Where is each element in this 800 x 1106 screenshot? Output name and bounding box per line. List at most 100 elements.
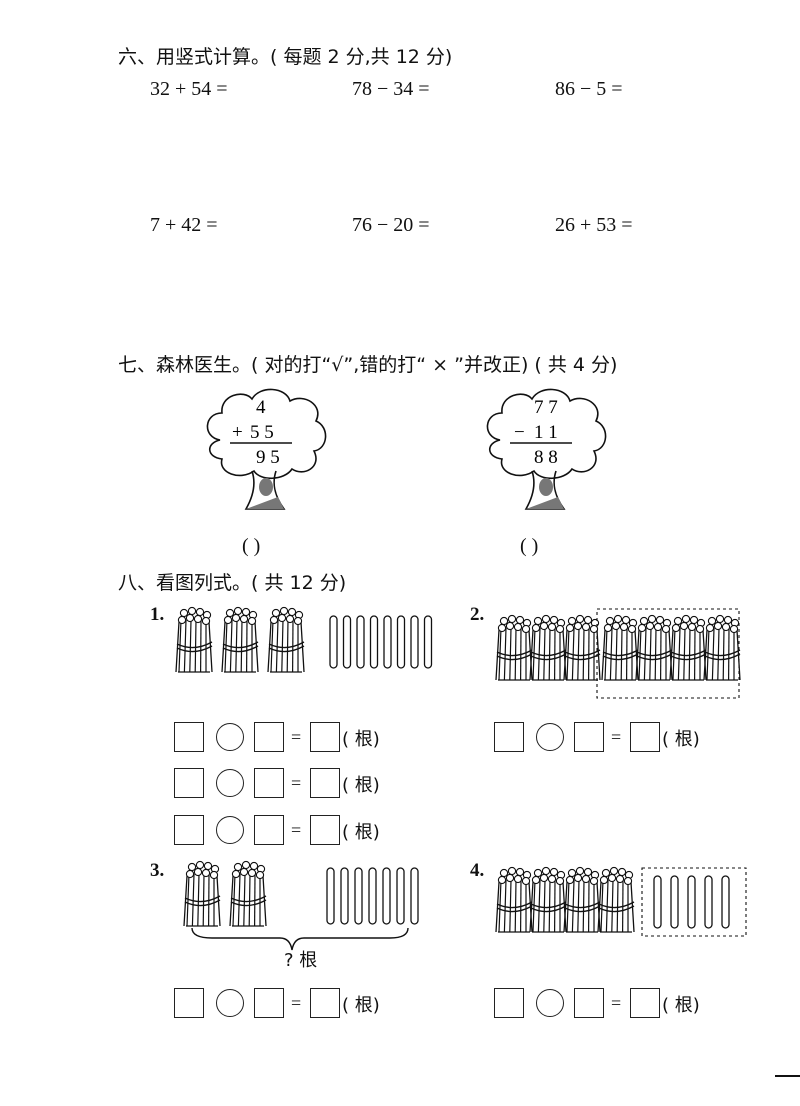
tree1-op: +: [232, 422, 243, 443]
single-stick: [653, 875, 662, 929]
single-stick: [368, 867, 377, 925]
operator-circle[interactable]: [216, 769, 244, 797]
tree-icon-1: 4 + 5 5 9 5: [206, 388, 327, 510]
answer-box[interactable]: [174, 815, 204, 845]
single-stick: [410, 615, 419, 669]
single-stick: [326, 867, 335, 925]
tree2-op: −: [514, 422, 525, 443]
answer-box[interactable]: [574, 722, 604, 752]
answer-box[interactable]: [494, 722, 524, 752]
brace-label: ? 根: [284, 950, 318, 971]
tree1-top: 4: [256, 397, 266, 418]
single-stick: [670, 875, 679, 929]
answer-box[interactable]: [174, 768, 204, 798]
equals-sign: =: [291, 773, 302, 793]
sticks-picture-2: [495, 608, 741, 699]
equals-sign: =: [291, 727, 302, 747]
problem-6: 26 + 53 =: [555, 214, 633, 236]
item1-label: 1.: [150, 604, 165, 625]
page-edge-line: [775, 1075, 800, 1077]
tree-icon-2: 7 7 − 1 1 8 8: [486, 388, 607, 510]
tree1-answer-paren[interactable]: ( ): [242, 535, 261, 557]
section8-title: 八、看图列式。( 共 12 分): [118, 572, 347, 594]
bundle-of-ten: [635, 614, 673, 681]
single-stick: [329, 615, 338, 669]
tree2-answer-paren[interactable]: ( ): [520, 535, 539, 557]
bundle-of-ten: [601, 614, 639, 681]
single-stick: [356, 615, 365, 669]
tree2-result: 8 8: [534, 447, 558, 468]
single-stick: [382, 867, 391, 925]
tree1-result: 9 5: [256, 447, 280, 468]
answer-box[interactable]: [174, 988, 204, 1018]
section6-title: 六、用竖式计算。( 每题 2 分,共 12 分): [118, 46, 453, 68]
sticks-picture-1: [175, 606, 433, 673]
unit-label: ( 根): [342, 822, 380, 843]
equals-sign: =: [611, 727, 622, 747]
tree2-bottom: 1 1: [534, 422, 558, 443]
operator-circle[interactable]: [536, 723, 564, 751]
single-stick: [423, 615, 433, 669]
single-stick: [704, 875, 713, 929]
operator-circle[interactable]: [536, 989, 564, 1017]
bundle-of-ten: [597, 866, 635, 933]
sticks-picture-3: [183, 860, 419, 951]
answer-box[interactable]: [174, 722, 204, 752]
operator-circle[interactable]: [216, 989, 244, 1017]
answer-box[interactable]: [254, 988, 284, 1018]
bundle-of-ten: [529, 866, 567, 933]
problem-3: 86 − 5 =: [555, 78, 623, 100]
operator-circle[interactable]: [216, 723, 244, 751]
brace: [191, 927, 409, 951]
problem-2: 78 − 34 =: [352, 78, 430, 100]
answer-box[interactable]: [310, 988, 340, 1018]
tree1-bottom: 5 5: [250, 422, 274, 443]
single-stick: [340, 867, 349, 925]
bundle-of-ten: [563, 614, 601, 681]
unit-label: ( 根): [342, 729, 380, 750]
bundle-of-ten: [669, 614, 707, 681]
answer-box[interactable]: [494, 988, 524, 1018]
single-stick: [396, 615, 406, 669]
answer-box[interactable]: [310, 722, 340, 752]
tree2-top: 7 7: [534, 397, 558, 418]
item4-label: 4.: [470, 860, 485, 881]
unit-label: ( 根): [662, 995, 700, 1016]
answer-box[interactable]: [630, 988, 660, 1018]
answer-box[interactable]: [310, 768, 340, 798]
item2-label: 2.: [470, 604, 485, 625]
equals-sign: =: [291, 820, 302, 840]
problem-4: 7 + 42 =: [150, 214, 218, 236]
answer-box[interactable]: [254, 815, 284, 845]
single-stick: [354, 867, 363, 925]
bundle-of-ten: [703, 614, 741, 681]
problem-1: 32 + 54 =: [150, 78, 228, 100]
item3-label: 3.: [150, 860, 165, 881]
section7-title: 七、森林医生。( 对的打“√”,错的打“ × ”并改正) ( 共 4 分): [118, 354, 618, 376]
unit-label: ( 根): [662, 729, 700, 750]
equals-sign: =: [291, 993, 302, 1013]
unit-label: ( 根): [342, 775, 380, 796]
bundle-of-ten: [267, 606, 305, 673]
answer-box[interactable]: [254, 768, 284, 798]
single-stick: [721, 875, 730, 929]
unit-label: ( 根): [342, 995, 380, 1016]
bundle-of-ten: [183, 860, 221, 927]
operator-circle[interactable]: [216, 816, 244, 844]
bundle-of-ten: [175, 606, 213, 673]
single-stick: [396, 867, 405, 925]
answer-box[interactable]: [310, 815, 340, 845]
answer-box[interactable]: [630, 722, 660, 752]
answer-box[interactable]: [574, 988, 604, 1018]
sticks-picture-4: [495, 866, 747, 937]
answer-box[interactable]: [254, 722, 284, 752]
dashed-box: [641, 867, 747, 937]
single-stick: [687, 875, 696, 929]
bundle-of-ten: [229, 860, 267, 927]
single-stick: [383, 615, 392, 669]
problem-5: 76 − 20 =: [352, 214, 430, 236]
single-stick: [410, 867, 419, 925]
bundle-of-ten: [495, 866, 533, 933]
equals-sign: =: [611, 993, 622, 1013]
bundle-of-ten: [563, 866, 601, 933]
